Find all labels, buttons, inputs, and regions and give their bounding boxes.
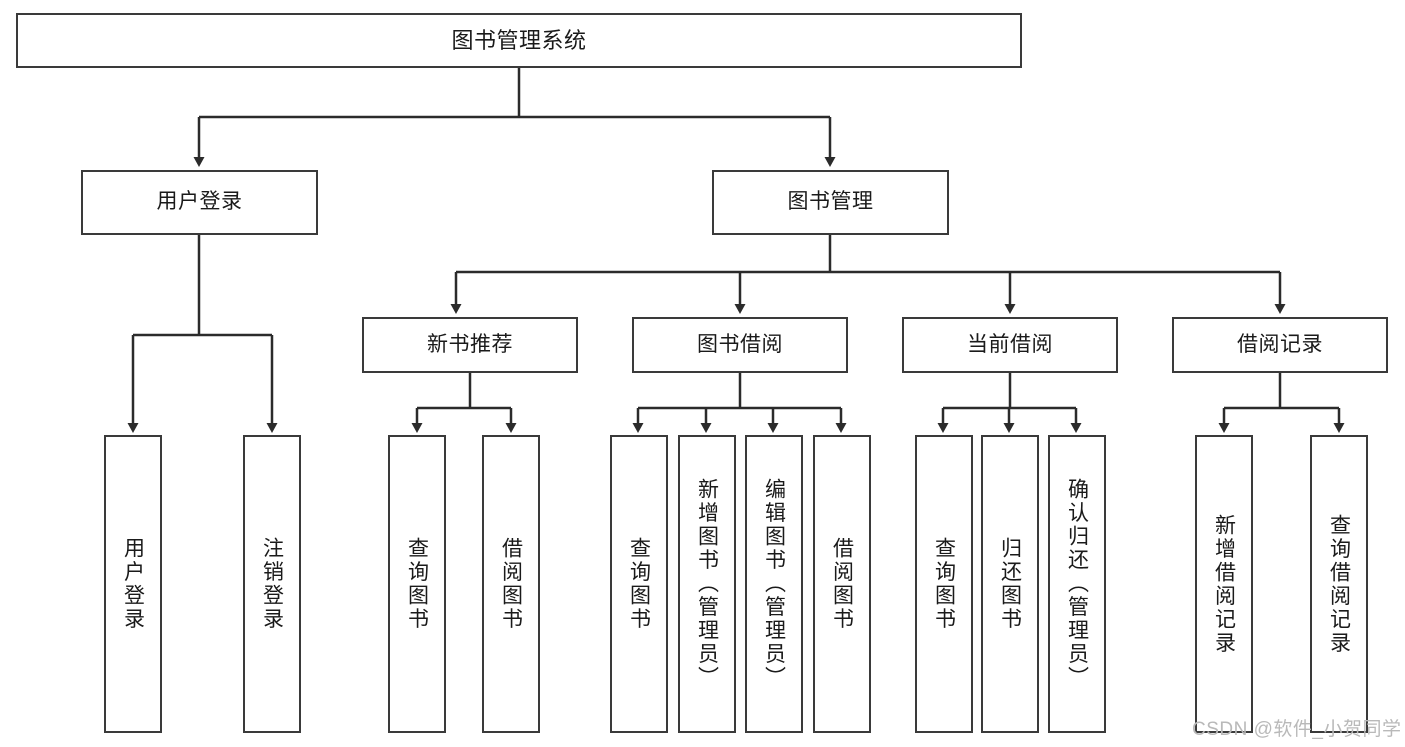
leaf-record-add-record[interactable]: 新增借阅记录 [1195,435,1253,733]
node-label: 借阅图书 [830,537,854,631]
node-book-management[interactable]: 图书管理 [712,170,949,235]
node-label: 查询图书 [405,537,429,631]
leaf-record-query-record[interactable]: 查询借阅记录 [1310,435,1368,733]
node-label: 注销登录 [260,537,284,631]
node-current-borrow[interactable]: 当前借阅 [902,317,1118,373]
leaf-borrow-add-book-admin[interactable]: 新增图书（管理员） [678,435,736,733]
node-label: 确认归还（管理员） [1065,478,1089,690]
node-label: 当前借阅 [967,332,1053,356]
node-label: 图书管理 [787,190,874,214]
leaf-user-login-signout[interactable]: 注销登录 [243,435,301,733]
leaf-borrow-query-book[interactable]: 查询图书 [610,435,668,733]
csdn-watermark: CSDN @软件_小贺同学 [1192,719,1402,740]
node-label: 用户登录 [121,537,145,631]
node-new-book-recommend[interactable]: 新书推荐 [362,317,578,373]
node-label: 新增图书（管理员） [695,478,719,690]
leaf-recommend-borrow-book[interactable]: 借阅图书 [482,435,540,733]
node-label: 图书借阅 [697,332,783,356]
leaf-current-confirm-return-admin[interactable]: 确认归还（管理员） [1048,435,1106,733]
node-label: 查询借阅记录 [1327,513,1351,655]
leaf-borrow-edit-book-admin[interactable]: 编辑图书（管理员） [745,435,803,733]
node-borrow-record[interactable]: 借阅记录 [1172,317,1388,373]
leaf-current-query-book[interactable]: 查询图书 [915,435,973,733]
node-label: 借阅图书 [499,537,523,631]
node-label: 借阅记录 [1237,332,1323,356]
leaf-current-return-book[interactable]: 归还图书 [981,435,1039,733]
node-label: 图书管理系统 [451,27,587,53]
node-label: 查询图书 [627,537,651,631]
leaf-user-login-signin[interactable]: 用户登录 [104,435,162,733]
node-label: 编辑图书（管理员） [762,478,786,690]
node-user-login[interactable]: 用户登录 [81,170,318,235]
node-book-borrow[interactable]: 图书借阅 [632,317,848,373]
node-label: 查询图书 [932,537,956,631]
node-label: 用户登录 [156,190,243,214]
node-label: 新增借阅记录 [1212,513,1236,655]
node-label: 新书推荐 [427,332,513,356]
node-root-system[interactable]: 图书管理系统 [16,13,1022,68]
node-label: 归还图书 [998,537,1022,631]
leaf-recommend-query-book[interactable]: 查询图书 [388,435,446,733]
leaf-borrow-borrow-book[interactable]: 借阅图书 [813,435,871,733]
